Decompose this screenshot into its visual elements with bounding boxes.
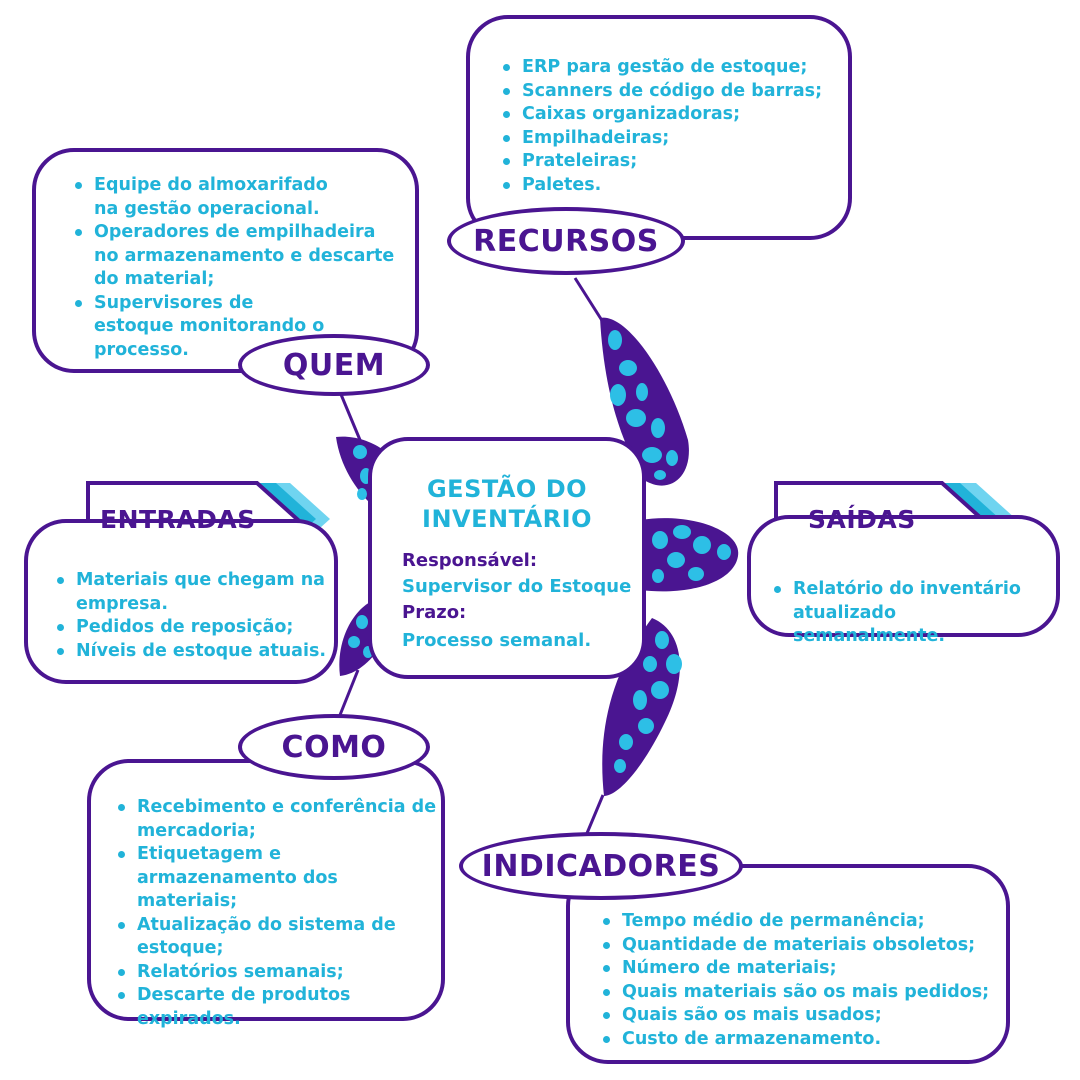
recursos-label: RECURSOS xyxy=(447,207,685,275)
saidas-label: SAÍDAS xyxy=(808,505,916,534)
center-title-line1: GESTÃO DO xyxy=(426,475,588,503)
como-label: COMO xyxy=(238,714,430,780)
connector-quem xyxy=(338,391,362,441)
center-title-line2: INVENTÁRIO xyxy=(422,505,592,533)
list-item: Relatórios semanais; xyxy=(115,961,437,985)
list-item: Recebimento e conferência de mercadoria; xyxy=(115,796,437,843)
list-item: Scanners de código de barras; xyxy=(500,80,822,104)
responsavel-label: Responsável: xyxy=(402,550,538,571)
list-item: Quantidade de materiais obsoletos; xyxy=(600,934,989,958)
list-item: Custo de armazenamento. xyxy=(600,1028,989,1052)
list-item: Operadores de empilhadeira no armazename… xyxy=(72,221,404,292)
prazo-label: Prazo: xyxy=(402,602,467,623)
quem-list: Equipe do almoxarifado na gestão operaci… xyxy=(72,174,402,362)
list-item: Pedidos de reposição; xyxy=(54,616,326,640)
list-item: ERP para gestão de estoque; xyxy=(500,56,822,80)
recursos-box: ERP para gestão de estoque; Scanners de … xyxy=(466,15,852,240)
connector-como xyxy=(338,669,360,716)
list-item: Quais são os mais usados; xyxy=(600,1004,989,1028)
como-box: Recebimento e conferência de mercadoria;… xyxy=(87,759,445,1029)
list-item: Relatório do inventário atualizado seman… xyxy=(771,578,1053,649)
list-item: Materiais que chegam na empresa. xyxy=(54,569,326,616)
responsavel-value: Supervisor do Estoque xyxy=(402,576,632,597)
list-item: Equipe do almoxarifado na gestão operaci… xyxy=(72,174,354,221)
list-item: Níveis de estoque atuais. xyxy=(54,640,326,664)
prazo-value: Processo semanal. xyxy=(402,630,592,651)
list-item: Descarte de produtos expirados. xyxy=(115,984,357,1031)
entradas-label: ENTRADAS xyxy=(100,505,256,534)
entradas-list: Materiais que chegam na empresa. Pedidos… xyxy=(54,569,326,663)
recursos-list: ERP para gestão de estoque; Scanners de … xyxy=(500,56,822,197)
quem-box: Equipe do almoxarifado na gestão operaci… xyxy=(32,148,419,373)
list-item: Número de materiais; xyxy=(600,957,989,981)
indicadores-list: Tempo médio de permanência; Quantidade d… xyxy=(600,910,989,1051)
saidas-list: Relatório do inventário atualizado seman… xyxy=(771,578,1053,649)
como-list: Recebimento e conferência de mercadoria;… xyxy=(115,796,437,1031)
entradas-box: Materiais que chegam na empresa. Pedidos… xyxy=(24,519,338,684)
list-item: Tempo médio de permanência; xyxy=(600,910,989,934)
turtle-flipper-top-right xyxy=(600,317,689,486)
list-item: Quais materiais são os mais pedidos; xyxy=(600,981,989,1005)
center-card: GESTÃO DO INVENTÁRIO Responsável: Superv… xyxy=(368,437,646,679)
turtle-illustration xyxy=(336,317,739,796)
connector-indicadores xyxy=(583,794,605,839)
list-item: Paletes. xyxy=(500,174,822,198)
quem-label: QUEM xyxy=(238,334,430,396)
list-item: Prateleiras; xyxy=(500,150,822,174)
list-item: Etiquetagem e armazenamento dos materiai… xyxy=(115,843,437,914)
turtle-pattern xyxy=(348,330,731,773)
list-item: Supervisores de estoque monitorando o pr… xyxy=(72,292,334,363)
list-item: Empilhadeiras; xyxy=(500,127,822,151)
indicadores-label: INDICADORES xyxy=(459,832,743,900)
saidas-box: Relatório do inventário atualizado seman… xyxy=(747,515,1060,646)
list-item: Atualização do sistema de estoque; xyxy=(115,914,397,961)
list-item: Caixas organizadoras; xyxy=(500,103,822,127)
